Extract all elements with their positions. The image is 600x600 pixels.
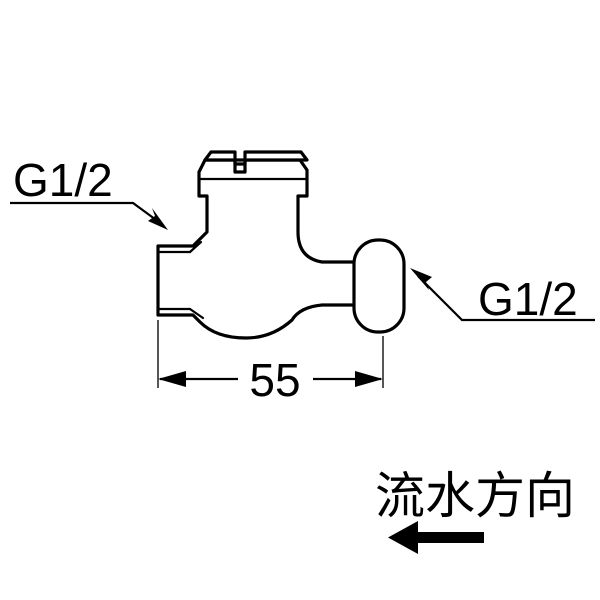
valve-bonnet-cap	[203, 150, 309, 166]
outlet-label-leader-group	[410, 268, 595, 322]
outlet-cylinder-cap	[352, 238, 406, 334]
dimension-arrowhead-left	[158, 371, 186, 387]
outlet-leader-arrowhead	[410, 268, 432, 290]
inlet-upper-chamfer	[188, 240, 203, 254]
flow-direction-arrow-group	[388, 521, 484, 554]
flow-arrow-head	[388, 521, 418, 554]
valve-body-group	[156, 150, 406, 340]
outlet-thread-label: G1/2	[478, 273, 578, 325]
flow-direction-label: 流水方向	[375, 467, 575, 525]
dimension-arrowhead-right	[355, 371, 383, 387]
flow-arrow-shaft	[412, 532, 484, 543]
inlet-leader-line	[10, 201, 164, 226]
outlet-leader-line	[417, 275, 595, 322]
overall-length-value: 55	[249, 354, 300, 406]
inlet-leader-arrowhead	[148, 208, 168, 230]
inlet-lower-chamfer	[188, 307, 205, 320]
valve-body-outline	[156, 158, 357, 340]
inlet-label-leader-group	[10, 201, 168, 230]
inlet-thread-label: G1/2	[13, 154, 113, 206]
overall-length-dimension-group	[157, 320, 384, 388]
